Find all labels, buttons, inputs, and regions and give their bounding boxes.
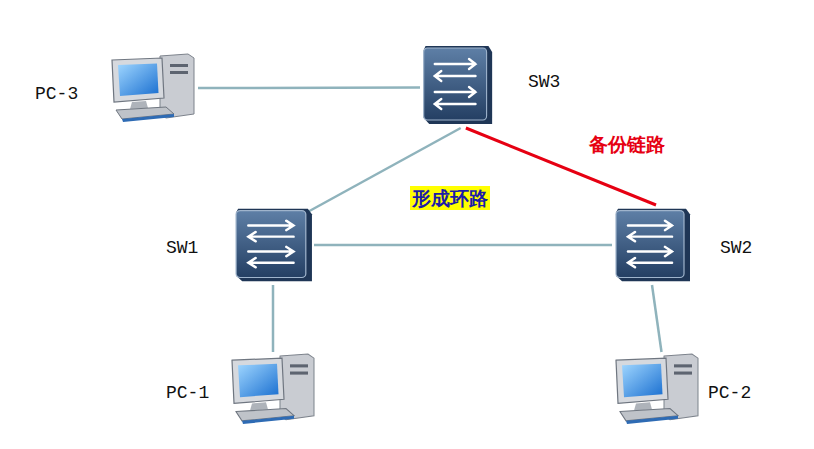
switch-body [616, 209, 690, 282]
device-name: PC-2 [708, 383, 751, 403]
pc-base [242, 416, 294, 424]
switch-body [424, 46, 492, 124]
pc-screen [238, 364, 279, 397]
pc-monitor [232, 358, 284, 403]
tower-slot [170, 71, 188, 74]
switch-arrow [248, 232, 293, 241]
node-label-holder: PC-2 [708, 383, 751, 403]
network-link [198, 86, 420, 89]
pc-base [626, 416, 678, 424]
pc-screen [118, 64, 159, 97]
switch-icon [612, 205, 692, 285]
link-label: 备份链路 [587, 133, 667, 155]
switch-face [616, 211, 684, 278]
switch-arrow [248, 247, 293, 256]
switch-face [236, 211, 306, 278]
switch-arrow [248, 258, 293, 267]
device-name: SW3 [528, 72, 560, 92]
pc-screen [622, 364, 663, 397]
tower-slot [290, 372, 308, 375]
pc-node: PC-1 [228, 352, 318, 426]
switch-node: SW2 [612, 205, 692, 285]
switch-arrow [435, 87, 476, 97]
switch-icon [232, 205, 314, 285]
tower-slot [290, 364, 308, 367]
node-label-holder: PC-1 [166, 383, 209, 403]
pc-monitor [616, 358, 668, 403]
pc-icon [612, 352, 702, 426]
switch-node: SW1 [232, 205, 314, 285]
link-label-holder: 备份链路 [587, 132, 667, 158]
switch-arrow [435, 59, 476, 69]
node-label-holder: SW2 [720, 238, 752, 258]
device-name: PC-3 [35, 84, 78, 104]
pc-node: PC-2 [612, 352, 702, 426]
node-label-holder: SW3 [528, 72, 560, 92]
pc-icon [108, 52, 198, 124]
note-holder: 形成环路 [410, 186, 490, 212]
pc-node: PC-3 [108, 52, 198, 124]
node-label-holder: SW1 [166, 238, 198, 258]
network-link [272, 285, 275, 352]
switch-arrow [628, 247, 672, 256]
switch-arrow [628, 221, 672, 230]
pc-icon [228, 352, 318, 426]
tower-slot [170, 64, 188, 67]
switch-arrow [628, 232, 672, 241]
node-label-holder: PC-3 [35, 84, 78, 104]
switch-face [424, 48, 487, 120]
switch-body [236, 209, 312, 282]
switch-arrow [628, 258, 672, 267]
device-name: SW1 [166, 238, 198, 258]
switch-arrow [435, 99, 476, 109]
switch-arrow [435, 71, 476, 81]
switch-icon [420, 42, 494, 128]
network-link [314, 244, 612, 247]
pc-monitor [112, 58, 164, 102]
loop-note: 形成环路 [410, 186, 490, 210]
device-name: PC-1 [166, 383, 209, 403]
network-link [652, 285, 662, 352]
pc-base [122, 114, 174, 122]
switch-node: SW3 [420, 42, 494, 128]
tower-slot [674, 372, 692, 375]
switch-arrow [248, 221, 293, 230]
tower-slot [674, 364, 692, 367]
device-name: SW2 [720, 238, 752, 258]
